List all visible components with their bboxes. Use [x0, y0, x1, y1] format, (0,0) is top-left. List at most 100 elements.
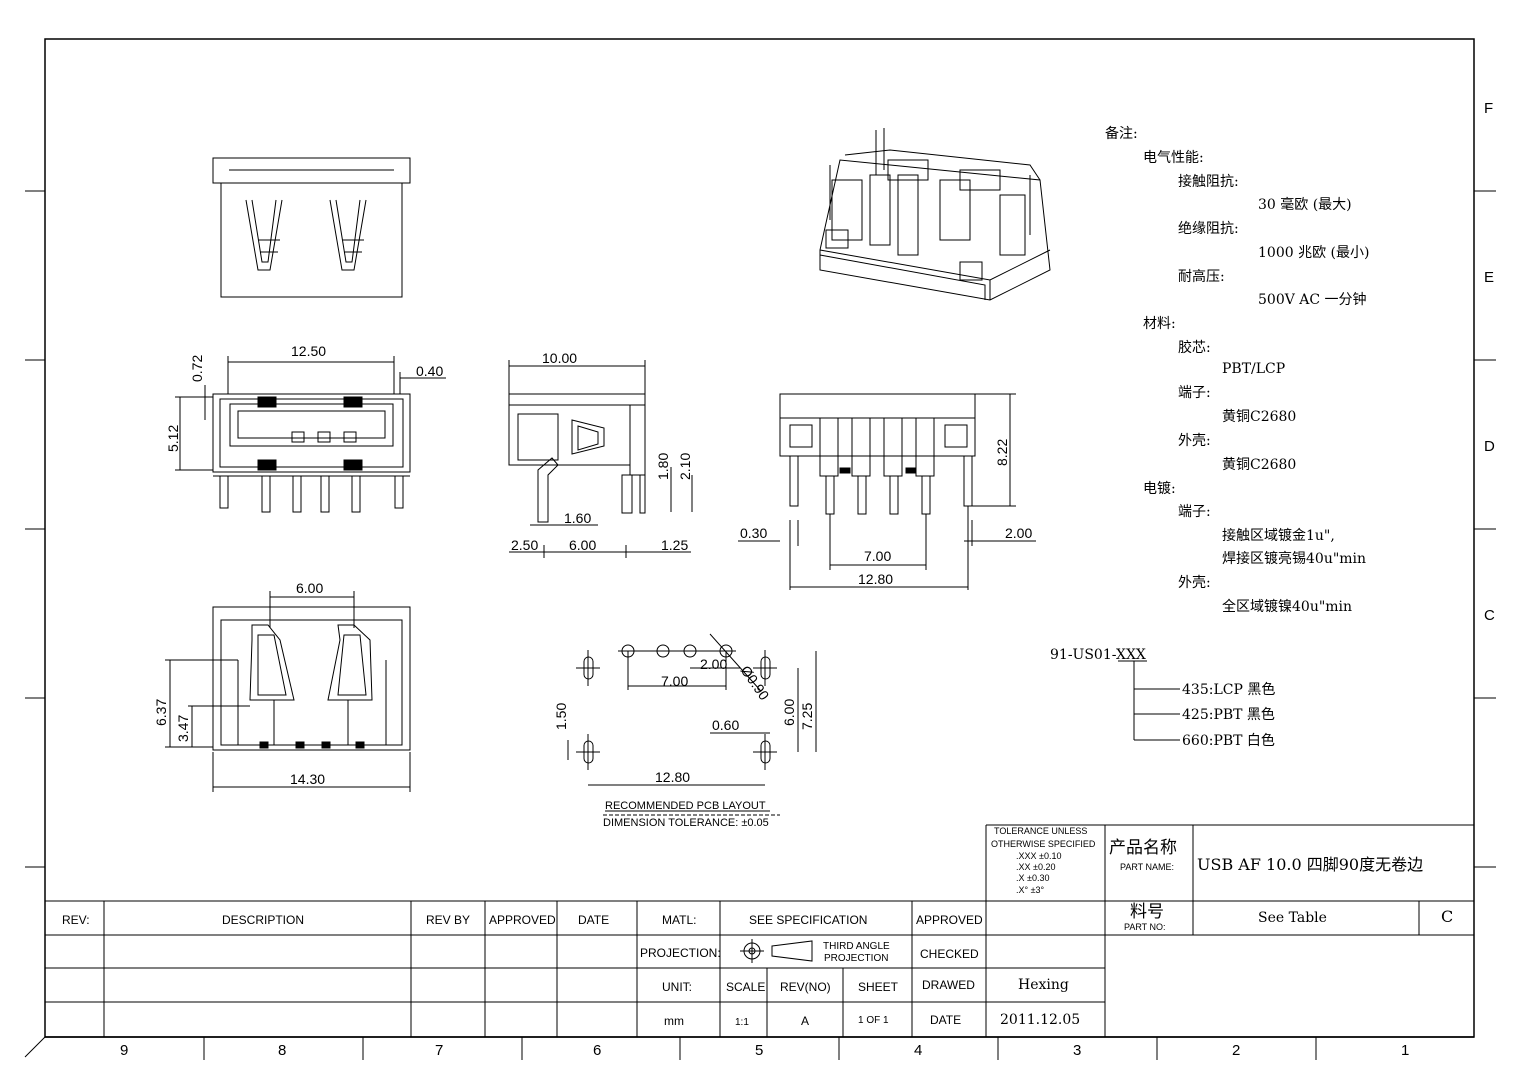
notes-plating-s1: 全区域镀镍40u"min [1222, 598, 1352, 615]
pcb-layout [567, 633, 817, 816]
dim-pcb-150: 1.50 [553, 703, 569, 730]
grid-col-2: 2 [1232, 1042, 1240, 1059]
dim-top-512: 5.12 [165, 425, 181, 452]
grid-col-6: 6 [593, 1042, 601, 1059]
tb-approved: APPROVED [489, 913, 556, 927]
dim-back-1280: 12.80 [858, 571, 893, 587]
notes-plating-shell: 外壳: [1178, 574, 1211, 591]
dim-bot-637: 6.37 [153, 699, 169, 726]
tb-description: DESCRIPTION [222, 913, 304, 927]
dim-side-600: 6.00 [569, 537, 596, 553]
notes-plating-t2: 焊接区镀亮锡40u"min [1222, 550, 1366, 567]
notes-shell: 外壳: [1178, 432, 1211, 449]
notes-voltage: 耐高压: [1178, 268, 1225, 285]
tb-unit-val: mm [664, 1014, 684, 1028]
dim-side-1000: 10.00 [542, 350, 577, 366]
tb-unit: UNIT: [662, 980, 692, 994]
dim-pcb-1280: 12.80 [655, 769, 690, 785]
front-view [175, 356, 446, 513]
part-option-425: 425:PBT 黑色 [1182, 706, 1275, 723]
pcb-title: RECOMMENDED PCB LAYOUT [605, 800, 766, 812]
grid-col-4: 4 [914, 1042, 922, 1059]
dim-pcb-600: 6.00 [781, 699, 797, 726]
tb-matl: MATL: [662, 913, 696, 927]
back-view [738, 393, 1036, 590]
tb-part-no-val: See Table [1258, 910, 1327, 926]
tb-third-angle-1: THIRD ANGLE [823, 941, 890, 952]
grid-col-3: 3 [1073, 1042, 1081, 1059]
notes-block: 备注: 电气性能: 接触阻抗: 30 毫欧 (最大) 绝缘阻抗: 1000 兆欧… [1105, 125, 1369, 615]
tb-drawed-val: Hexing [1018, 977, 1069, 993]
grid-col-9: 9 [120, 1042, 128, 1059]
dim-side-160: 1.60 [564, 510, 591, 526]
dim-back-200: 2.00 [1005, 525, 1032, 541]
notes-plating-terminal: 端子: [1178, 504, 1211, 520]
notes-material: 材料: [1143, 316, 1176, 332]
grid-ticks [25, 190, 1496, 1060]
dim-back-700: 7.00 [864, 548, 891, 564]
tb-date-val: 2011.12.05 [1000, 1012, 1080, 1028]
part-option-435: 435:LCP 黑色 [1182, 681, 1275, 698]
notes-plating-t1: 接触区域镀金1u", [1222, 527, 1335, 544]
tb-scale-val: 1:1 [735, 1017, 749, 1028]
tb-rev-val: A [801, 1014, 809, 1028]
dim-side-210: 2.10 [677, 453, 693, 480]
tol-line-4: .XX ±0.20 [1016, 862, 1055, 872]
notes-terminal-val: 黄铜C2680 [1222, 408, 1296, 425]
tb-scale: SCALE [726, 980, 765, 994]
part-number-tree [1118, 660, 1180, 741]
grid-col-1: 1 [1401, 1042, 1409, 1059]
title-block-grid [45, 824, 1474, 1037]
grid-row-d: D [1484, 438, 1495, 455]
tb-product-name-cn: 产品名称 [1109, 838, 1177, 858]
part-option-660: 660:PBT 白色 [1182, 732, 1275, 749]
side-view [508, 360, 693, 558]
grid-row-f: F [1484, 100, 1493, 117]
tol-line-6: .X° ±3° [1016, 885, 1045, 895]
dim-pcb-725: 7.25 [799, 703, 815, 730]
grid-col-8: 8 [278, 1042, 286, 1059]
notes-shell-val: 黄铜C2680 [1222, 456, 1296, 473]
tol-line-3: .XXX ±0.10 [1016, 851, 1061, 861]
notes-terminal: 端子: [1178, 385, 1211, 401]
top-view [212, 157, 411, 298]
dim-pcb-090: Ø0.90 [738, 663, 773, 704]
dim-bot-347: 3.47 [175, 715, 191, 742]
notes-voltage-val: 500V AC 一分钟 [1258, 291, 1367, 308]
bottom-view [165, 591, 411, 792]
tol-line-2: OTHERWISE SPECIFIED [991, 839, 1096, 849]
dim-pcb-700: 7.00 [661, 673, 688, 689]
notes-core-val: PBT/LCP [1222, 361, 1285, 377]
tb-part-no-cn: 料号 [1130, 902, 1164, 922]
corner-mark [24, 1036, 46, 1058]
tb-rev-label: REV: [62, 913, 90, 927]
notes-insul-val: 1000 兆欧 (最小) [1258, 245, 1369, 261]
third-angle-projection-icon [740, 939, 813, 963]
tb-projection: PROJECTION: [640, 946, 721, 960]
isometric-view [819, 128, 1051, 301]
tb-part-no-en: PART NO: [1124, 922, 1166, 932]
dim-pcb-060: 0.60 [712, 717, 739, 733]
tol-line-5: .X ±0.30 [1016, 873, 1049, 883]
notes-contact-res: 接触阻抗: [1178, 173, 1239, 190]
tb-date: DATE [578, 913, 609, 927]
dim-bot-600: 6.00 [296, 580, 323, 596]
dim-side-250: 2.50 [511, 537, 538, 553]
dim-top-072: 0.72 [189, 355, 205, 382]
notes-electrical: 电气性能: [1143, 150, 1204, 166]
grid-col-7: 7 [435, 1042, 443, 1059]
dim-back-030: 0.30 [740, 525, 767, 541]
tb-see-spec: SEE SPECIFICATION [749, 913, 867, 927]
tb-rev-letter: C [1441, 907, 1453, 926]
tb-rev-by: REV BY [426, 913, 470, 927]
grid-col-5: 5 [755, 1042, 763, 1059]
dim-top-040: 0.40 [416, 363, 443, 379]
notes-plating: 电镀: [1143, 480, 1176, 497]
notes-title: 备注: [1105, 125, 1138, 142]
dim-side-125: 1.25 [661, 537, 688, 553]
tb-product-name-val: USB AF 10.0 四脚90度无卷边 [1197, 855, 1423, 874]
tb-sheet-val: 1 OF 1 [858, 1015, 889, 1026]
grid-row-c: C [1484, 607, 1495, 624]
tb-checked: CHECKED [920, 947, 979, 961]
